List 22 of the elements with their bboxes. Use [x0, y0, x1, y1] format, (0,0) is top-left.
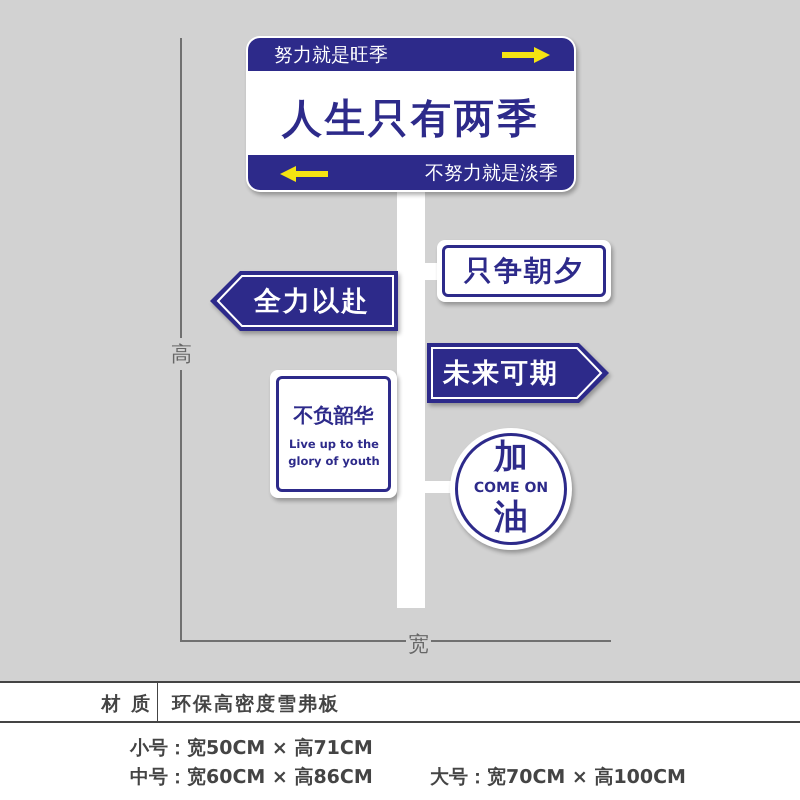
sign-text: COME ON: [472, 480, 550, 496]
table-value: 环保高密度雪弗板: [172, 692, 340, 717]
sign-text: 未来可期: [443, 357, 559, 391]
sign-text: Live up to the glory of youth: [287, 436, 381, 470]
sign-board: [270, 370, 397, 498]
sign-text: 努力就是旺季: [274, 43, 388, 68]
sign-text: 油: [492, 498, 529, 536]
road-sign: [246, 36, 576, 192]
arrow-sign: [427, 343, 609, 403]
arrow-sign: [210, 271, 398, 331]
size-text: 大号：宽70CM × 高100CM: [430, 765, 686, 790]
dimension-label: 高: [171, 338, 192, 370]
size-text: 小号：宽50CM × 高71CM: [130, 736, 373, 761]
sign-text: 不努力就是淡季: [425, 161, 558, 186]
size-text: 中号：宽60CM × 高86CM: [130, 765, 373, 790]
sign-text: 只争朝夕: [462, 253, 585, 289]
sign-heading: 人生只有两季: [280, 95, 541, 144]
sign-text: 不负韶华: [292, 402, 374, 429]
sign-board: [437, 240, 611, 302]
sign-text: 加: [492, 438, 529, 476]
table-header: 材 质: [101, 692, 152, 717]
sign-text: 全力以赴: [254, 285, 370, 319]
